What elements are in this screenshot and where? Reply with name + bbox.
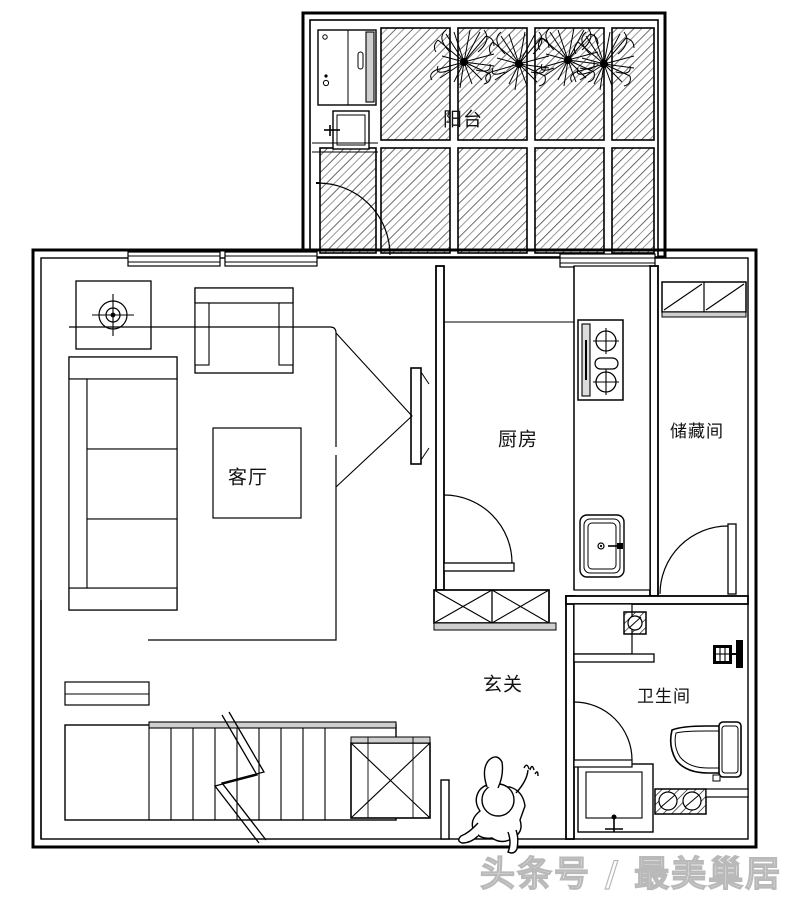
room-label-entry: 玄关	[483, 674, 523, 696]
bathroom-door[interactable]	[573, 701, 633, 768]
room-label-storage: 储藏间	[670, 422, 724, 442]
living-room-windows	[127, 251, 318, 267]
elevator-shaft-icon	[350, 736, 431, 819]
storage-room-fixtures: 储藏间	[659, 281, 747, 595]
side-table-lamp-icon	[75, 280, 152, 350]
gas-cooktop-icon	[577, 319, 624, 401]
kitchen-window	[559, 253, 656, 268]
kitchen-sink-icon	[579, 514, 625, 578]
staircase-group	[64, 681, 431, 844]
entry-fixtures: 玄关	[433, 589, 557, 840]
entrance-door[interactable]	[440, 779, 450, 840]
stair-break-line	[213, 711, 267, 844]
person-figure-icon	[458, 756, 539, 854]
room-label-bathroom: 卫生间	[637, 687, 691, 707]
room-label-kitchen: 厨房	[498, 429, 538, 451]
interior-walls	[40, 265, 749, 840]
area-rug-icon	[212, 427, 302, 519]
vanity-basin-icon	[577, 763, 654, 833]
kitchen-door[interactable]	[443, 494, 515, 572]
water-heater-icon	[713, 640, 743, 668]
watermark: 头条号 / 最美巢居	[479, 854, 783, 895]
kitchen-fixtures: 厨房	[443, 265, 651, 591]
living-room-furniture: 客厅	[68, 280, 430, 641]
tv-unit-icon	[335, 332, 430, 488]
apartment-outline	[31, 248, 758, 849]
shoe-cabinet-icon	[433, 589, 557, 631]
room-label-balcony: 阳台	[443, 109, 483, 131]
balcony-structure	[301, 11, 667, 259]
stair-treads	[148, 728, 326, 820]
living-area-outline	[69, 326, 338, 641]
washing-machine-icon	[317, 29, 377, 106]
floor-drain-pair-icon	[654, 788, 707, 815]
storage-door[interactable]	[659, 523, 737, 595]
armchair-icon	[194, 287, 294, 374]
balcony-door[interactable]	[316, 182, 391, 256]
sofa-icon	[68, 356, 178, 611]
storage-shelf-icon	[661, 281, 747, 318]
balcony-glazing	[319, 27, 655, 254]
floor-drain-icon	[623, 611, 647, 635]
bathroom-fixtures: 卫生间	[573, 603, 749, 833]
toilet-icon	[669, 721, 742, 782]
room-label-living: 客厅	[228, 467, 268, 489]
